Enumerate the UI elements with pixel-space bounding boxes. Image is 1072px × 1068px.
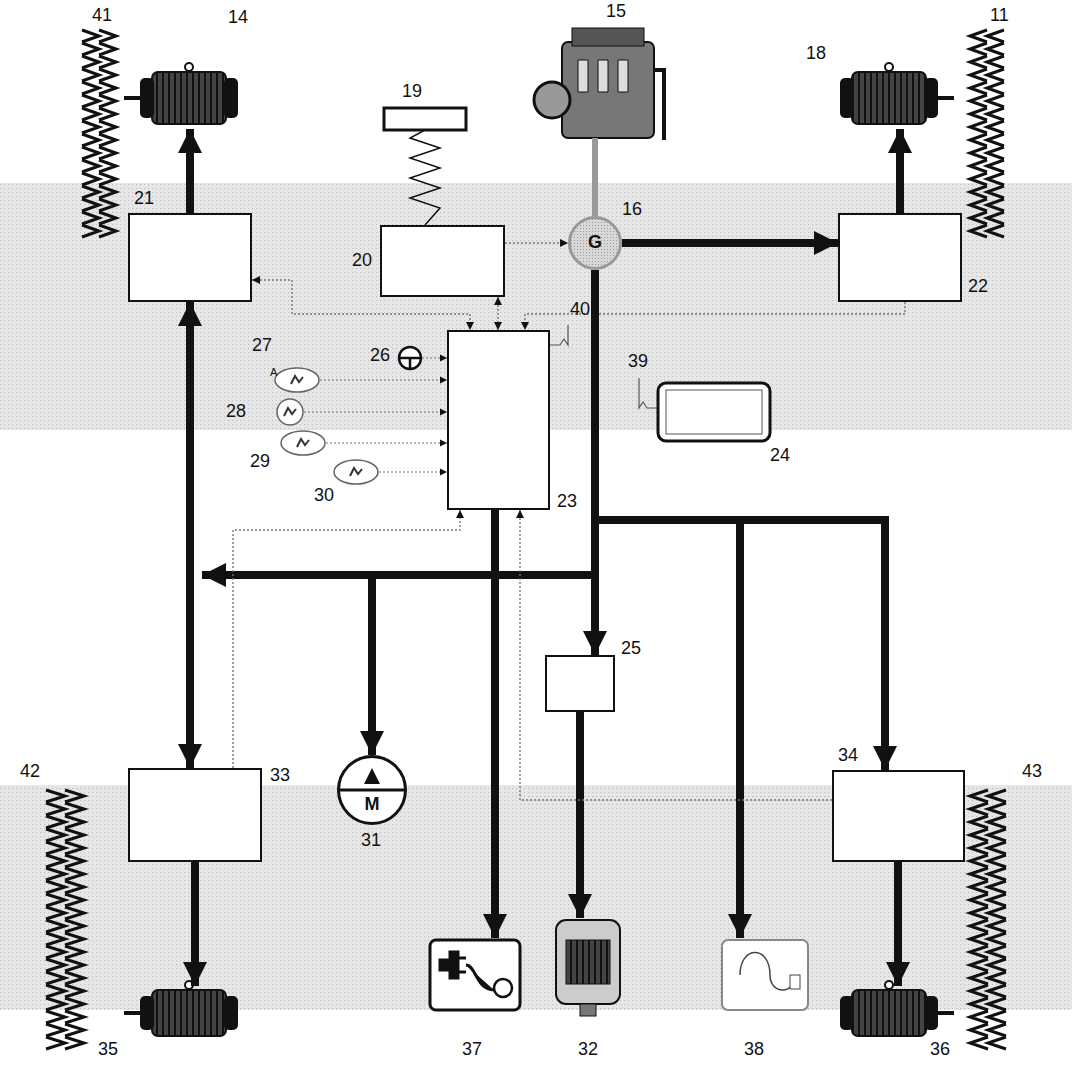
loads — [430, 920, 808, 1016]
callout-number: 23 — [557, 492, 577, 512]
callout-number: 20 — [352, 251, 372, 271]
callout-number: 34 — [838, 746, 858, 766]
power-connector — [186, 302, 194, 768]
pump-motor-circle: M31 — [337, 755, 407, 825]
callout-number: 36 — [930, 1040, 950, 1060]
wheel-motor — [840, 63, 954, 124]
pump-symbol — [337, 755, 407, 825]
callout-number: 30 — [314, 486, 334, 506]
callout-number: 40 — [570, 300, 590, 320]
seat-suspension — [384, 108, 466, 225]
tablet — [658, 383, 770, 441]
callout-number: 22 — [968, 277, 988, 297]
engine — [534, 28, 664, 216]
wheel-motor — [840, 981, 954, 1036]
callout-number: 39 — [628, 352, 648, 372]
callout-number: 31 — [361, 831, 381, 851]
callout-number: 42 — [20, 762, 40, 782]
control-unit-box: 20 — [380, 225, 505, 297]
power-connector — [622, 239, 838, 247]
control-unit-box: 23 — [447, 330, 550, 510]
callout-number: 18 — [806, 44, 826, 64]
control-unit-box: 21 — [128, 213, 252, 302]
power-connector — [595, 270, 885, 770]
wireless-link — [550, 325, 770, 441]
wheel-motor — [124, 981, 238, 1036]
wheel-tread — [970, 30, 1004, 237]
signal-connector — [233, 510, 460, 768]
wheel-motor — [124, 63, 238, 124]
callout-number: 24 — [770, 446, 790, 466]
callout-number: 37 — [462, 1040, 482, 1060]
callout-number: 35 — [98, 1040, 118, 1060]
drive-arrows — [190, 129, 900, 986]
signal-connector — [505, 242, 568, 243]
callout-number: 32 — [578, 1040, 598, 1060]
callout-number: 38 — [744, 1040, 764, 1060]
control-unit-box: 34 — [832, 770, 965, 862]
callout-number: 26 — [370, 346, 390, 366]
callout-number: 14 — [228, 8, 248, 28]
callout-number: 11 — [990, 6, 1009, 26]
callout-number: 19 — [402, 82, 422, 102]
control-unit-box: 25 — [545, 655, 615, 712]
generator-circle: G16 — [568, 216, 622, 270]
symbol-letter: M — [365, 795, 380, 815]
callout-number: 27 — [252, 336, 272, 356]
callout-number: 16 — [622, 200, 642, 220]
callout-number: 33 — [270, 766, 290, 786]
callout-number: 15 — [606, 2, 626, 22]
signal-connector — [497, 297, 498, 330]
control-unit-box: 22 — [838, 213, 962, 302]
callout-number: 28 — [226, 402, 246, 422]
control-unit-box: 33 — [128, 768, 262, 862]
callout-number: 43 — [1022, 762, 1042, 782]
sensor-icons — [275, 347, 447, 484]
callout-number: A — [270, 366, 277, 378]
callout-number: 29 — [250, 452, 270, 472]
callout-number: 25 — [621, 639, 641, 659]
wheel-tread — [46, 790, 84, 1049]
symbol-letter: G — [588, 233, 602, 253]
callout-number: 41 — [92, 6, 112, 26]
signal-connector — [520, 510, 832, 800]
wheel-tread — [970, 790, 1006, 1049]
callout-number: 21 — [134, 189, 154, 209]
wheel-tread — [82, 30, 116, 237]
